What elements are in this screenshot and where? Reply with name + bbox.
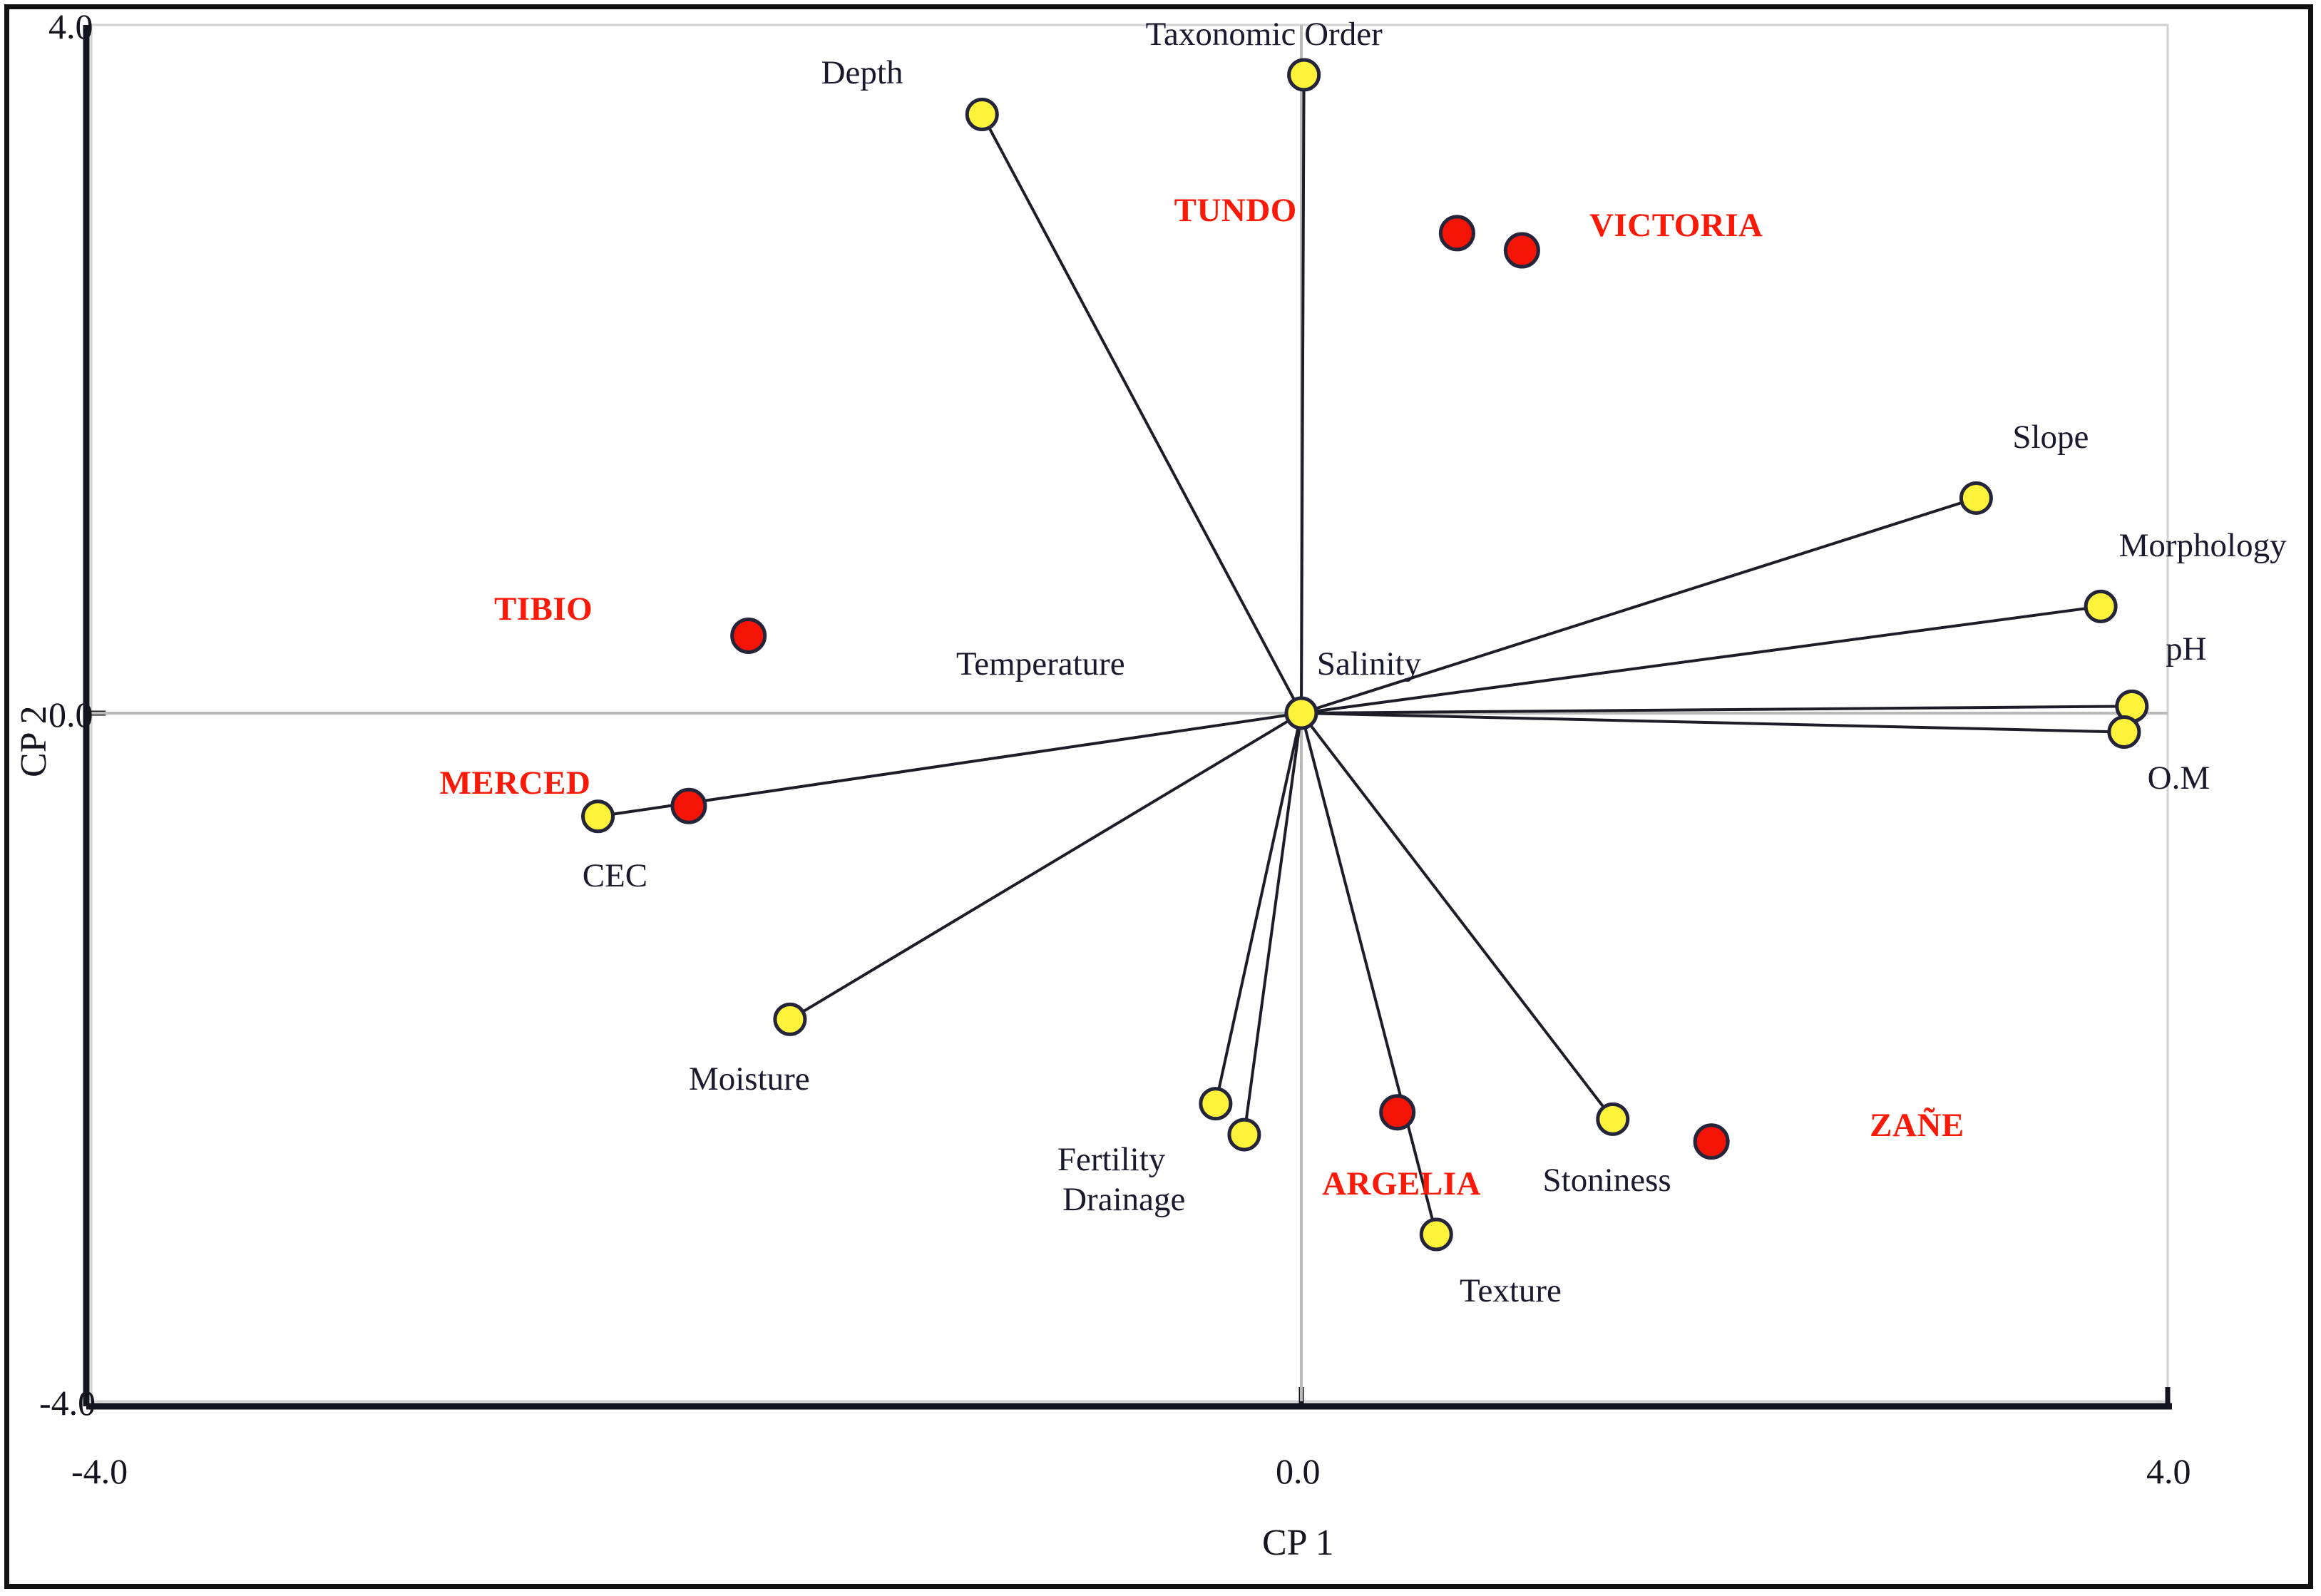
site-label-victoria: VICTORIA [1589,207,1763,245]
site-marker[interactable] [1503,232,1540,269]
vector-line [1300,712,1614,1120]
y-axis-title: CP 2 [14,705,54,777]
x-tick-label-zero: 0.0 [1276,1451,1321,1491]
variable-label-morphology: Morphology [2118,526,2287,564]
variable-marker[interactable] [1596,1102,1630,1136]
site-marker[interactable] [1379,1094,1416,1131]
vector-line [1301,712,2124,734]
variable-marker[interactable] [1959,481,1993,515]
variable-label-cec: CEC [582,857,648,895]
variable-label-moisture: Moisture [688,1060,810,1098]
variable-label-fertility: Fertility [1057,1141,1166,1179]
x-axis-title: CP 1 [1262,1523,1334,1563]
variable-label-temperature: Temperature [955,645,1125,683]
vector-line [1301,705,2132,715]
site-markers [670,215,1730,1160]
vector-line [598,712,1302,818]
variable-label-ph: pH [2166,630,2207,667]
x-tick-label-left: -4.0 [71,1451,128,1491]
variable-label-texture: Texture [1460,1272,1562,1309]
site-marker[interactable] [1693,1123,1730,1160]
site-label-argelia: ARGELIA [1322,1165,1481,1203]
variable-marker[interactable] [1199,1087,1233,1121]
variable-vector-lines [598,74,2132,1235]
vector-line [1300,712,1438,1235]
variable-label-salinity: Salinity [1316,645,1422,683]
variable-marker[interactable] [1419,1217,1453,1252]
vector-line [1300,74,1306,714]
site-marker[interactable] [730,617,767,654]
site-label-merced: MERCED [439,764,591,802]
variable-marker[interactable] [1227,1117,1261,1152]
variable-marker[interactable] [1284,696,1318,730]
variable-label-stoniness: Stoniness [1542,1162,1671,1199]
vector-line [980,113,1303,714]
vector-line [789,712,1303,1021]
site-label-za-e: ZAÑE [1870,1107,1964,1144]
variable-label-o-m: O.M [2147,759,2210,797]
variable-marker[interactable] [581,799,615,834]
y-tick-label-zero: 0.0 [48,695,93,735]
variable-markers [581,58,2149,1252]
site-marker[interactable] [1438,215,1475,252]
variable-marker[interactable] [2107,715,2141,750]
site-marker[interactable] [670,787,707,824]
vector-line [1214,712,1303,1105]
vector-line [1242,712,1303,1135]
variable-label-taxonomic-order: Taxonomic Order [1145,16,1383,53]
vector-line [1301,496,1977,715]
variable-label-depth: Depth [821,53,903,91]
y-tick-label-bottom: -4.0 [39,1383,96,1423]
x-tick-label-right: 4.0 [2146,1451,2191,1491]
site-label-tundo: TUNDO [1174,191,1297,229]
vector-line [1301,605,2101,715]
variable-label-slope: Slope [2012,419,2089,456]
site-label-tibio: TIBIO [493,590,593,628]
variable-marker[interactable] [965,97,999,131]
variable-marker[interactable] [773,1002,807,1036]
variable-label-drainage: Drainage [1062,1180,1186,1218]
variable-marker[interactable] [2084,589,2118,623]
y-tick-label-top: 4.0 [48,6,93,46]
variable-marker[interactable] [1287,58,1321,92]
